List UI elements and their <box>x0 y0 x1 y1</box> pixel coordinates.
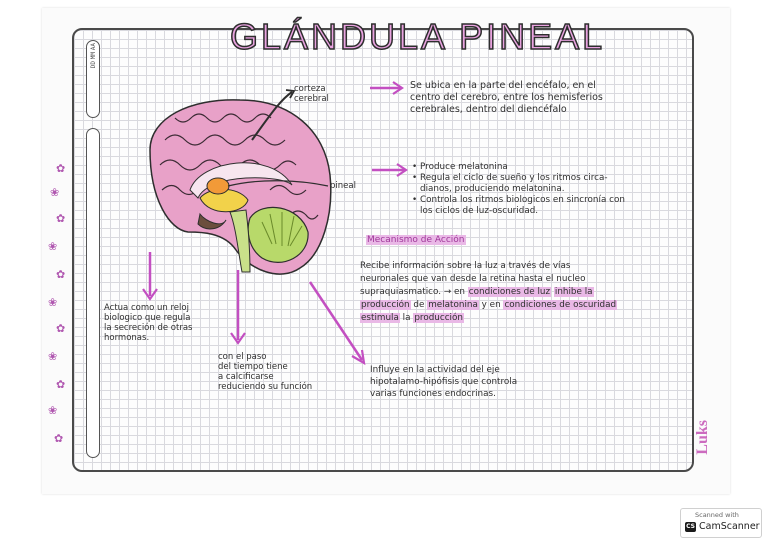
flower-icon: ✿ <box>56 268 66 281</box>
mechanism-span: supraquiasmatico. → en <box>360 287 465 297</box>
note-line: reduciendo su función <box>218 382 313 392</box>
label-corteza-line: corteza <box>294 84 326 94</box>
flower-icon: ❀ <box>48 240 58 253</box>
clock-note: Actua como un reloj biologico que regula… <box>104 303 214 343</box>
function-item: los ciclos de luz-oscuridad. <box>420 206 539 216</box>
note-line: hormonas. <box>104 333 150 343</box>
mechanism-heading-text: Mecanismo de Acción <box>366 235 466 245</box>
mechanism-span: y en <box>481 300 501 310</box>
mechanism-highlight: condiciones de luz <box>467 287 552 297</box>
mechanism-highlight: producción <box>413 313 464 323</box>
mechanism-line: Recibe información sobre la luz a través… <box>360 261 571 271</box>
page-title: GLÁNDULA PINEAL <box>229 15 606 58</box>
function-item: dianos, produciendo melatonina. <box>420 184 565 194</box>
function-text: Produce melatonina <box>420 162 508 172</box>
calcification-note: con el paso del tiempo tiene a calcifica… <box>218 352 348 392</box>
scanner-caption: Scanned with <box>695 511 739 519</box>
function-text: Regula el ciclo de sueño y los ritmos ci… <box>420 173 608 183</box>
location-line: centro del cerebro, entre los hemisferio… <box>410 92 603 103</box>
author-signature: Luks <box>694 420 711 455</box>
grid-card <box>72 28 694 472</box>
flower-icon: ✿ <box>56 162 66 175</box>
note-line: del tiempo tiene <box>218 362 288 372</box>
function-text: Controla los ritmos biologicos en sincro… <box>420 195 625 205</box>
date-tab: AA MM DD <box>86 40 100 118</box>
mechanism-line: producción de melatonina y en condicione… <box>360 299 690 312</box>
mechanism-line: supraquiasmatico. → en condiciones de lu… <box>360 286 690 299</box>
pineal-gland-shape <box>206 177 230 195</box>
note-line: la secreción de otras <box>104 323 193 333</box>
note-line: varias funciones endocrinas. <box>370 389 496 399</box>
mechanism-highlight: estimula <box>360 313 400 323</box>
note-line: con el paso <box>218 352 267 362</box>
mechanism-line: estimula la producción <box>360 312 690 325</box>
label-corteza-line: cerebral <box>294 94 329 104</box>
camscanner-logo-icon: CS <box>685 522 696 532</box>
label-corteza: corteza cerebral <box>294 84 329 104</box>
scanner-name: CamScanner <box>699 521 760 532</box>
mechanism-text: Recibe información sobre la luz a través… <box>360 260 690 325</box>
mechanism-line: neuronales que van desde la retina hasta… <box>360 274 586 284</box>
flower-icon: ❀ <box>48 404 58 417</box>
margin-strip <box>86 128 100 458</box>
location-text: Se ubica en la parte del encéfalo, en el… <box>410 80 688 116</box>
flower-icon: ✿ <box>56 378 66 391</box>
flower-icon: ✿ <box>56 212 66 225</box>
functions-list: • Produce melatonina • Regula el ciclo d… <box>412 162 690 217</box>
flower-icon: ❀ <box>50 186 60 199</box>
note-line: hipotalamo-hipófisis que controla <box>370 377 518 387</box>
flower-icon: ✿ <box>56 322 66 335</box>
mechanism-span: la <box>402 313 411 323</box>
mechanism-heading: Mecanismo de Acción <box>366 234 466 246</box>
note-line: Actua como un reloj <box>104 303 189 313</box>
mechanism-highlight: melatonina <box>427 300 479 310</box>
location-line: cerebrales, dentro del diencéfalo <box>410 104 567 115</box>
mechanism-highlight: inhibe la <box>553 287 594 297</box>
function-item: • Controla los ritmos biologicos en sinc… <box>412 195 625 205</box>
axis-note: Influye en la actividad del eje hipotala… <box>370 364 600 400</box>
flower-icon: ❀ <box>48 296 58 309</box>
function-item: • Produce melatonina <box>412 162 508 172</box>
mechanism-span: de <box>413 300 425 310</box>
flower-icon: ❀ <box>48 350 58 363</box>
note-line: a calcificarse <box>218 372 274 382</box>
camscanner-badge: Scanned with CS CamScanner <box>680 508 762 538</box>
flower-icon: ✿ <box>54 432 64 445</box>
mechanism-highlight: condiciones de oscuridad <box>503 300 618 310</box>
note-line: Influye en la actividad del eje <box>370 365 500 375</box>
mechanism-highlight: producción <box>360 300 411 310</box>
label-pineal: pineal <box>330 181 356 191</box>
note-line: biologico que regula <box>104 313 191 323</box>
location-line: Se ubica en la parte del encéfalo, en el <box>410 80 596 91</box>
function-item: • Regula el ciclo de sueño y los ritmos … <box>412 173 608 183</box>
